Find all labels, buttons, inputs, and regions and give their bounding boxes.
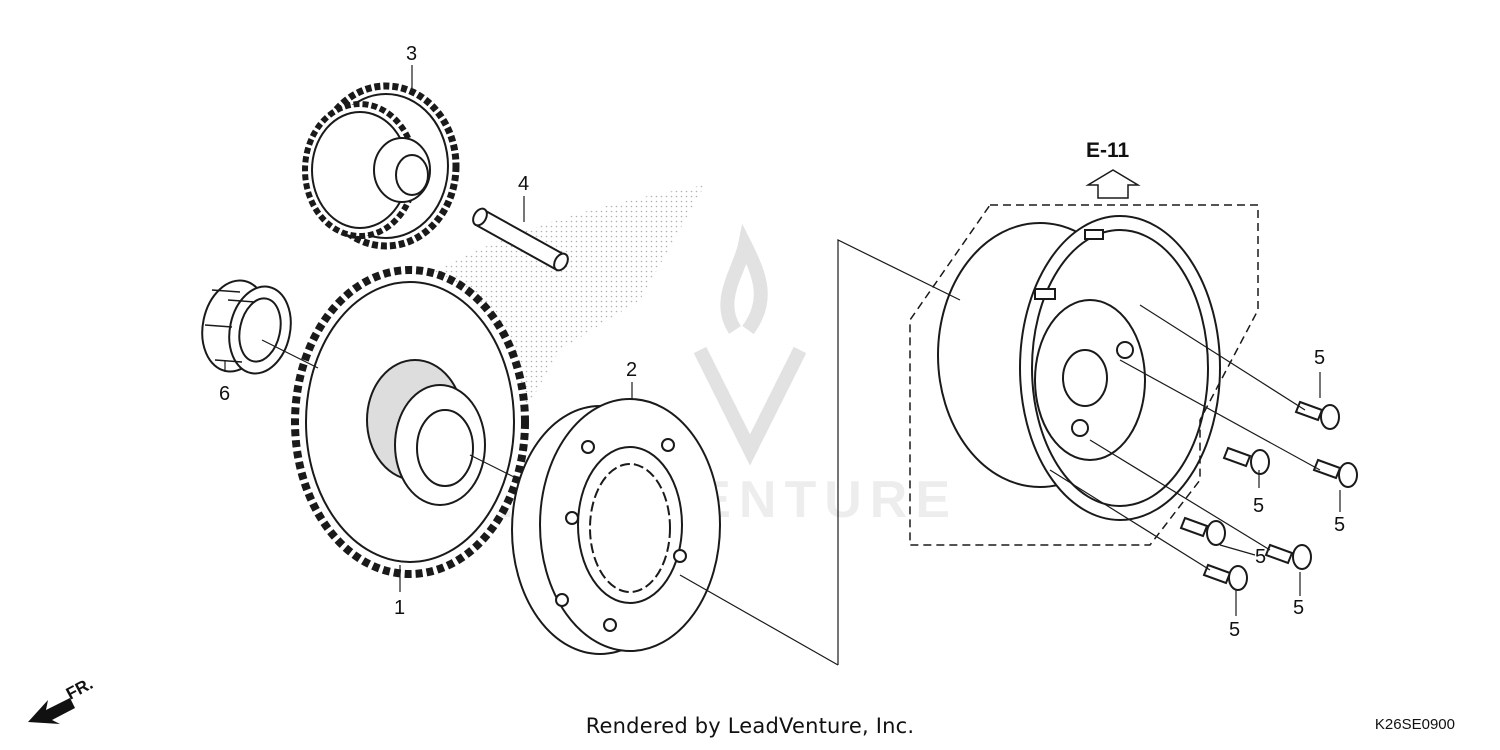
part-2-starter-clutch bbox=[511, 398, 721, 655]
part-5-bolts bbox=[1179, 400, 1358, 591]
ref-e11-label[interactable]: E-11 bbox=[1086, 139, 1130, 162]
callout-4[interactable]: 4 bbox=[518, 173, 529, 195]
up-arrow-icon bbox=[1085, 169, 1141, 199]
bolt-2 bbox=[1222, 446, 1270, 475]
bolt-5 bbox=[1264, 543, 1312, 570]
bolt-4 bbox=[1179, 516, 1226, 546]
leader-lines bbox=[224, 65, 1341, 666]
callout-5a[interactable]: 5 bbox=[1314, 347, 1325, 369]
bolt-3 bbox=[1312, 458, 1358, 488]
watermark-logo bbox=[693, 223, 807, 466]
bolt-1 bbox=[1294, 400, 1340, 430]
callout-5c[interactable]: 5 bbox=[1334, 514, 1345, 536]
diagram-code: K26SE0900 bbox=[1374, 716, 1455, 733]
part-1-large-gear bbox=[291, 266, 529, 578]
callout-3[interactable]: 3 bbox=[406, 43, 417, 65]
callout-1[interactable]: 1 bbox=[394, 597, 405, 619]
assembly-boundary bbox=[909, 204, 1259, 546]
flywheel-rotor bbox=[937, 215, 1221, 521]
bolt-6 bbox=[1202, 563, 1248, 591]
part-3-gear bbox=[302, 82, 460, 250]
footer-credit: Rendered by LeadVenture, Inc. bbox=[585, 714, 915, 738]
callout-5f[interactable]: 5 bbox=[1229, 619, 1240, 641]
part-4-pin bbox=[472, 207, 569, 272]
part-6-needle-bearing bbox=[201, 279, 292, 375]
callout-6[interactable]: 6 bbox=[219, 383, 230, 405]
callout-5e[interactable]: 5 bbox=[1293, 597, 1304, 619]
callout-2[interactable]: 2 bbox=[626, 359, 637, 381]
callout-5b[interactable]: 5 bbox=[1253, 495, 1264, 517]
callout-5d[interactable]: 5 bbox=[1255, 546, 1266, 568]
